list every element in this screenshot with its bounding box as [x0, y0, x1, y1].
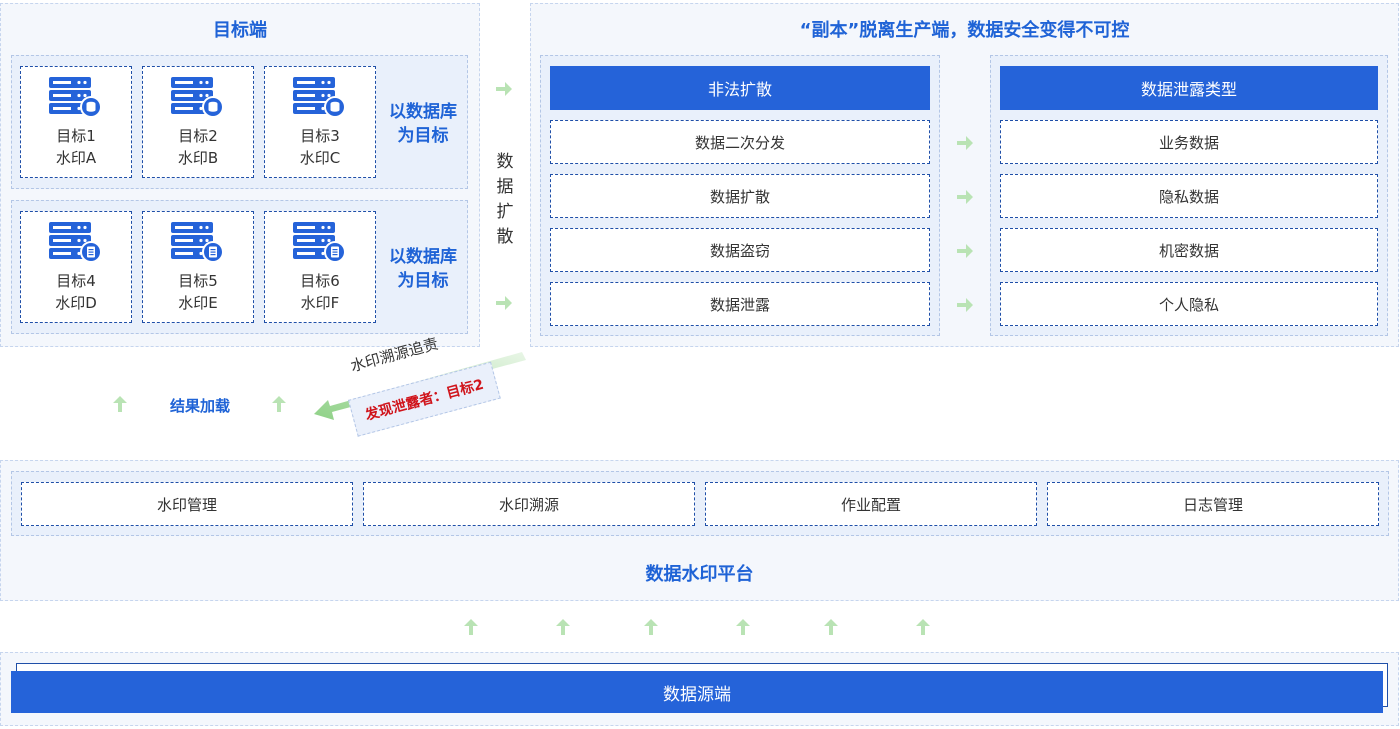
target-card[interactable]: 目标5 水印E — [142, 211, 254, 323]
arrow-right-icon — [957, 298, 973, 312]
target-card[interactable]: 目标1 水印A — [20, 66, 132, 178]
platform-title: 数据水印平台 — [645, 564, 754, 585]
database-server-icon — [49, 77, 102, 118]
copy-panel-title: “副本”脱离生产端，数据安全变得不可控 — [799, 20, 1130, 41]
platform-module[interactable]: 日志管理 — [1047, 482, 1379, 526]
target-watermark: 水印E — [178, 294, 218, 312]
target-name: 目标5 — [178, 272, 218, 290]
arrow-right-icon — [957, 136, 973, 150]
target-name: 目标4 — [56, 272, 96, 290]
illegal-spread-item[interactable]: 数据泄露 — [550, 282, 930, 326]
platform-module[interactable]: 水印溯源 — [363, 482, 695, 526]
arrow-right-icon — [496, 296, 512, 310]
target-card[interactable]: 目标2 水印B — [142, 66, 254, 178]
leak-type-item[interactable]: 个人隐私 — [1000, 282, 1378, 326]
target-watermark: 水印B — [177, 149, 219, 167]
target-name: 目标6 — [300, 272, 340, 290]
arrow-up-icon — [464, 619, 478, 635]
target-group-2-label: 以数据库 为目标 — [389, 247, 457, 291]
arrow-up-icon — [644, 619, 658, 635]
document-server-icon — [171, 222, 224, 263]
target-group-1-label: 以数据库 为目标 — [389, 102, 457, 146]
data-spread-label: 数 据 扩 散 — [496, 152, 514, 247]
document-server-icon — [49, 222, 102, 263]
target-card[interactable]: 目标3 水印C — [264, 66, 376, 178]
leak-type-item[interactable]: 机密数据 — [1000, 228, 1378, 272]
target-watermark: 水印F — [300, 294, 340, 312]
arrow-up-icon — [916, 619, 930, 635]
leak-type-header: 数据泄露类型 — [1000, 66, 1378, 110]
target-card[interactable]: 目标4 水印D — [20, 211, 132, 323]
arrow-up-icon — [824, 619, 838, 635]
arrow-up-icon — [736, 619, 750, 635]
source-bar: 数据源端 — [11, 671, 1383, 713]
target-name: 目标1 — [56, 127, 96, 145]
database-server-icon — [293, 77, 346, 118]
target-watermark: 水印D — [55, 294, 97, 312]
document-server-icon — [293, 222, 346, 263]
target-name: 目标2 — [178, 127, 218, 145]
arrow-right-icon — [957, 190, 973, 204]
arrow-up-icon — [556, 619, 570, 635]
database-server-icon — [171, 77, 224, 118]
illegal-spread-item[interactable]: 数据盗窃 — [550, 228, 930, 272]
target-card[interactable]: 目标6 水印F — [264, 211, 376, 323]
platform-module[interactable]: 水印管理 — [21, 482, 353, 526]
leak-type-item[interactable]: 隐私数据 — [1000, 174, 1378, 218]
arrow-right-icon — [957, 244, 973, 258]
leak-type-item[interactable]: 业务数据 — [1000, 120, 1378, 164]
platform-module[interactable]: 作业配置 — [705, 482, 1037, 526]
illegal-spread-header: 非法扩散 — [550, 66, 930, 110]
target-watermark: 水印C — [299, 149, 341, 167]
arrow-right-icon — [496, 82, 512, 96]
illegal-spread-item[interactable]: 数据二次分发 — [550, 120, 930, 164]
leaker-found-target: 目标2 — [444, 376, 486, 402]
illegal-spread-item[interactable]: 数据扩散 — [550, 174, 930, 218]
target-watermark: 水印A — [55, 149, 97, 167]
arrow-up-icon — [113, 396, 127, 412]
result-load-label: 结果加载 — [169, 397, 230, 415]
arrow-up-icon — [272, 396, 286, 412]
target-panel-title: 目标端 — [213, 20, 267, 41]
target-name: 目标3 — [300, 127, 340, 145]
